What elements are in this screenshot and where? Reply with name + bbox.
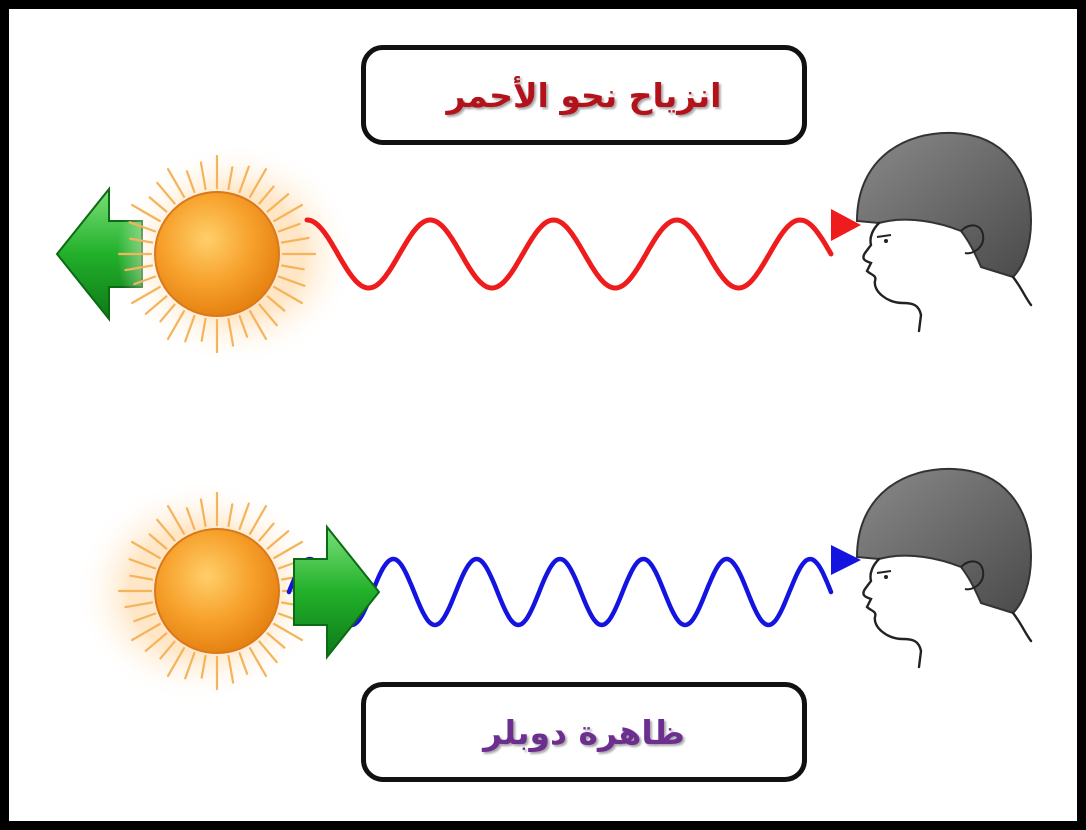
sun-ray	[238, 651, 249, 675]
sun-ray	[144, 632, 168, 652]
sun-ray	[277, 275, 306, 287]
sun-ray	[266, 295, 286, 312]
sun-ray	[129, 574, 154, 581]
sun-ray	[129, 237, 154, 244]
sun-ray	[148, 533, 168, 550]
sun-ray	[124, 601, 154, 609]
sun-ray	[248, 647, 268, 678]
doppler-label-box: ظاهرة دوبلر	[361, 682, 807, 782]
sun-ray	[238, 165, 250, 194]
sun-icon	[117, 142, 357, 366]
sun-ray	[238, 502, 250, 531]
sun-ray	[130, 285, 161, 305]
sun-ray	[184, 651, 196, 680]
sun-ray	[130, 622, 161, 642]
observer-head-icon	[855, 131, 1033, 333]
redshift-label-box: انزياح نحو الأحمر	[361, 45, 807, 145]
sun-ray	[227, 654, 235, 684]
sun-ray	[227, 166, 234, 191]
sun-ray	[133, 275, 157, 286]
sun-ray	[185, 170, 196, 194]
sun-ray	[227, 503, 234, 528]
sun-ray	[227, 317, 235, 347]
sun-ray	[200, 317, 207, 342]
sun-ray	[199, 161, 207, 191]
sun-ray	[133, 612, 157, 623]
sun-ray	[130, 540, 161, 560]
sun-ray	[280, 236, 310, 244]
sun-ray	[266, 193, 290, 213]
bottom-row	[74, 467, 1033, 703]
sun-ray	[166, 168, 186, 198]
sun-ray	[184, 314, 196, 343]
sun-ray	[148, 196, 168, 213]
sun-ray	[159, 303, 176, 323]
green-arrow-icon	[293, 524, 381, 660]
sun-ray	[273, 540, 303, 560]
sun-ray	[185, 507, 196, 531]
sun-ray	[266, 530, 290, 550]
sun-ray	[166, 505, 186, 535]
sun-ray	[130, 203, 161, 223]
sun-ray	[280, 264, 305, 271]
sun-ray	[258, 640, 278, 664]
doppler-label: ظاهرة دوبلر	[483, 712, 685, 752]
sun-ray	[248, 505, 268, 535]
sun-ray	[156, 518, 176, 542]
top-row	[55, 131, 1033, 366]
sun-ray	[128, 558, 157, 570]
redshift-wave	[304, 209, 861, 291]
sun-ray	[159, 640, 176, 660]
sun-ray	[266, 632, 286, 649]
sun-ray	[248, 168, 268, 198]
sun-ray	[258, 185, 275, 205]
redshift-label: انزياح نحو الأحمر	[446, 75, 722, 115]
sun-ray	[258, 303, 278, 327]
sun-ray	[273, 622, 303, 642]
sun-ray	[273, 203, 303, 223]
observer-head-icon	[855, 467, 1033, 669]
blueshift-wave	[286, 545, 861, 628]
diagram-canvas	[55, 131, 1033, 703]
sun-ray	[124, 264, 154, 272]
sun-ray	[277, 222, 301, 233]
sun-ray	[238, 314, 249, 338]
sun-ray	[156, 181, 176, 205]
sun-ray	[199, 498, 207, 528]
sun-ray	[258, 522, 275, 542]
sun-ray	[166, 310, 186, 340]
sun-ray	[248, 310, 268, 340]
sun-icon	[74, 479, 324, 703]
sun-ray	[144, 295, 168, 315]
sun-ray	[128, 221, 157, 233]
sun-ray	[200, 654, 207, 679]
sun-ray	[273, 285, 303, 305]
sun-ray	[166, 647, 186, 678]
